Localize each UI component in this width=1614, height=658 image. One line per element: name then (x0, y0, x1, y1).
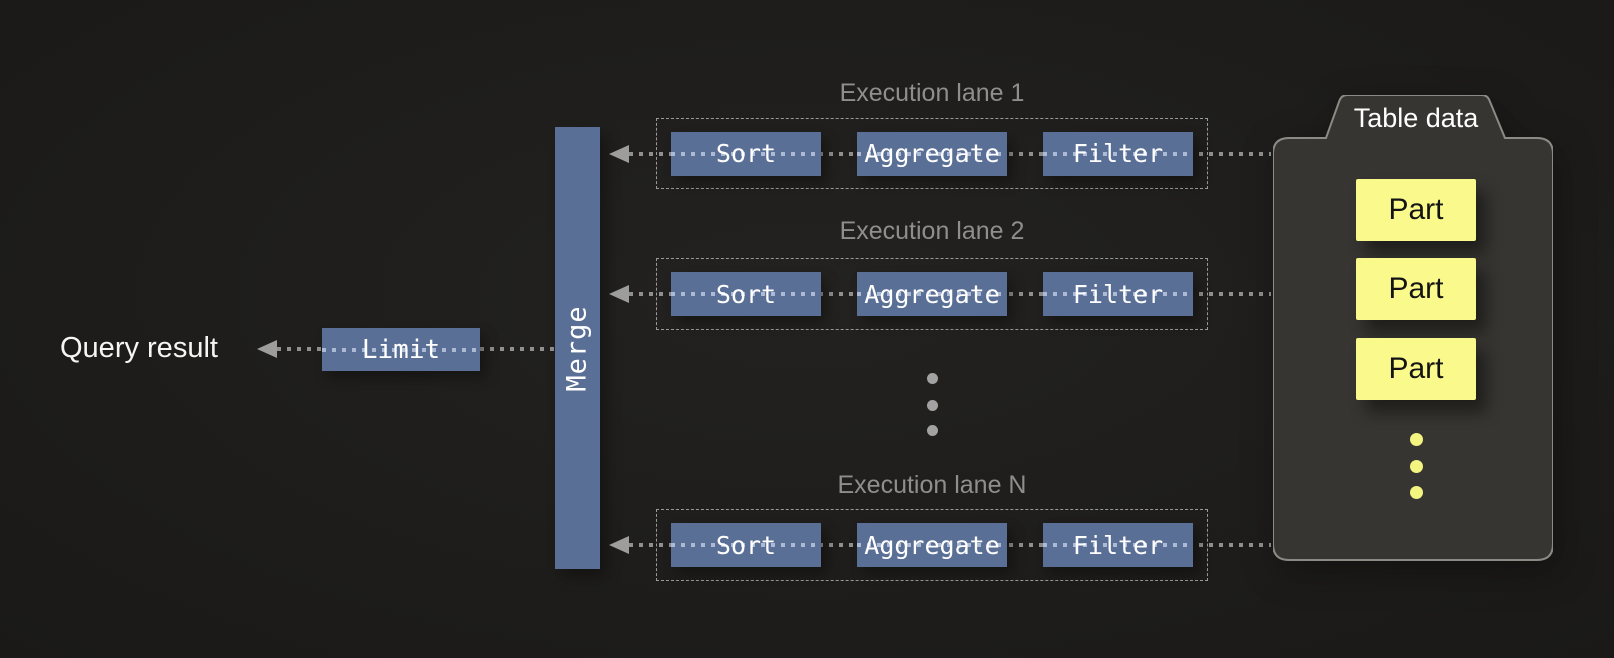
lane-1-filter-box: Filter (1043, 131, 1193, 176)
table-data-container: Table data Part Part Part (1273, 95, 1553, 565)
lane-n-title: Execution lane N (837, 471, 1027, 499)
lane-n-filter-box: Filter (1043, 523, 1193, 567)
parts-ellipsis-dot (1410, 460, 1423, 473)
lane-2-sort-box: Sort (671, 272, 821, 316)
merge-operator-bar: Merge (555, 127, 600, 569)
table-data-title: Table data (1353, 103, 1479, 133)
lanes-ellipsis-dot (927, 373, 938, 384)
lane-n-arrowhead-icon (609, 536, 629, 554)
query-result-label: Query result (60, 332, 218, 364)
merge-label: Merge (562, 304, 593, 392)
flow-line-limit-to-result (277, 347, 322, 351)
lane-2-title: Execution lane 2 (839, 217, 1025, 245)
lane-n-aggregate-box: Aggregate (857, 523, 1007, 567)
arrowhead-to-query-result-icon (257, 340, 277, 358)
lane-1-sort-box: Sort (671, 131, 821, 176)
lane-1-arrowhead-icon (609, 144, 629, 163)
lane-n-sort-box: Sort (671, 523, 821, 567)
lane-2-arrowhead-icon (609, 285, 629, 303)
lane-2-aggregate-box: Aggregate (857, 272, 1007, 316)
lane-2-container: Sort Aggregate Filter (609, 258, 1271, 330)
part-block: Part (1356, 258, 1476, 320)
lane-2-filter-box: Filter (1043, 272, 1193, 316)
parts-ellipsis-dot (1410, 433, 1423, 446)
lane-1-aggregate-box: Aggregate (857, 131, 1007, 176)
lanes-ellipsis-dot (927, 425, 938, 436)
lane-n-container: Sort Aggregate Filter (609, 509, 1271, 581)
lanes-ellipsis-dot (927, 400, 938, 411)
part-block: Part (1356, 179, 1476, 241)
parts-ellipsis-dot (1410, 486, 1423, 499)
lane-1-title: Execution lane 1 (839, 79, 1025, 107)
flow-line-merge-to-limit (480, 347, 555, 351)
folder-outline-icon (1273, 95, 1553, 561)
lane-1-container: Sort Aggregate Filter (609, 118, 1271, 189)
limit-operator-box: Limit (322, 328, 480, 371)
part-block: Part (1356, 338, 1476, 400)
